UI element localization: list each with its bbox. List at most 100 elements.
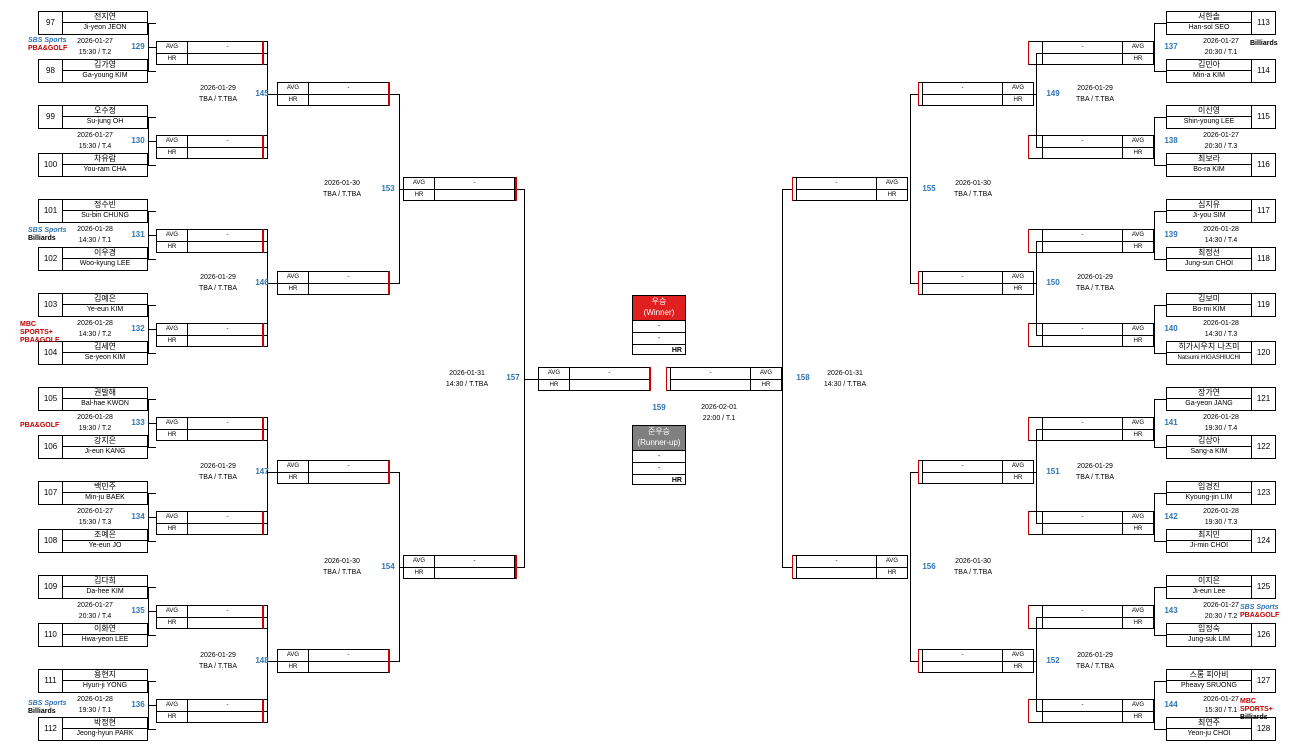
bracket-line — [267, 53, 268, 147]
round1-result-box[interactable]: AVG-HR — [156, 323, 268, 347]
round1-result-box[interactable]: AVG-HR — [156, 511, 268, 535]
score-box[interactable] — [249, 323, 263, 347]
score-box[interactable] — [792, 177, 806, 201]
score-box[interactable] — [375, 271, 389, 295]
result-row-avg: -AVG — [923, 650, 1033, 662]
score-box[interactable] — [249, 135, 263, 159]
result-value-avg: - — [1081, 608, 1084, 614]
round1-result-box[interactable]: AVG-HR — [156, 605, 268, 629]
score-box[interactable] — [375, 460, 389, 484]
match-number: 150 — [1046, 278, 1060, 287]
score-box[interactable] — [918, 460, 932, 484]
round3-result-box[interactable]: AVG-HR — [403, 177, 515, 201]
bracket-line — [1036, 147, 1042, 148]
round3-result-box[interactable]: AVG-HR — [403, 555, 515, 579]
score-box[interactable] — [502, 555, 516, 579]
score-box[interactable] — [666, 367, 680, 391]
score-box[interactable] — [502, 177, 516, 201]
score-box[interactable] — [636, 367, 650, 391]
score-box[interactable] — [792, 555, 806, 579]
bracket-line — [918, 649, 919, 673]
score-box[interactable] — [249, 511, 263, 535]
score-box[interactable] — [249, 699, 263, 723]
round2-result-box[interactable]: AVG-HR — [277, 460, 389, 484]
round2-result-box[interactable]: AVG-HR — [277, 82, 389, 106]
round2-result-box[interactable]: AVG-HR — [277, 271, 389, 295]
score-box[interactable] — [249, 229, 263, 253]
broadcaster-logo: MBC SPORTS+PBA&GOLF — [20, 321, 64, 345]
score-box[interactable] — [918, 649, 932, 673]
round1-result-box[interactable]: AVG-HR — [156, 41, 268, 65]
score-box[interactable] — [249, 605, 263, 629]
match-date: 2026-01-29 — [1077, 652, 1113, 659]
score-box[interactable] — [918, 271, 932, 295]
score-box[interactable] — [249, 417, 263, 441]
score-box[interactable] — [375, 82, 389, 106]
player-name-korean: 김가영 — [63, 60, 147, 71]
semifinal-result-box[interactable]: AVG-HR — [538, 367, 650, 391]
match-number: 141 — [1164, 418, 1178, 427]
bracket-line — [1028, 699, 1029, 723]
score-box[interactable] — [375, 649, 389, 673]
score-box[interactable] — [918, 82, 932, 106]
seed-number: 116 — [1251, 154, 1275, 176]
score-box[interactable] — [249, 41, 263, 65]
match-date: 2026-01-29 — [1077, 85, 1113, 92]
player-name-korean: 오수정 — [63, 106, 147, 117]
round1-result-box[interactable]: AVG-HR — [156, 229, 268, 253]
result-value-avg: - — [473, 558, 476, 564]
result-label-avg: AVG — [876, 178, 907, 189]
round1-result-box[interactable]: AVG-HR — [156, 417, 268, 441]
round2-result-box[interactable]: AVG-HR — [277, 649, 389, 673]
round1-result-box[interactable]: AVG-HR — [156, 135, 268, 159]
